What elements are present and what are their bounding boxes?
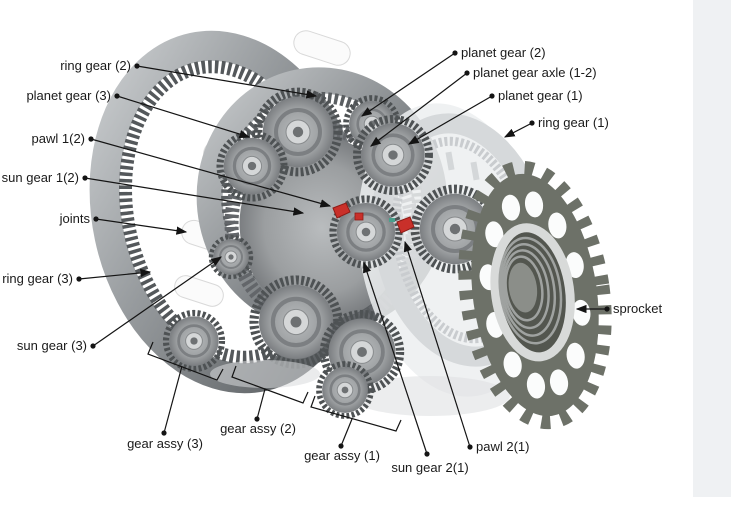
label-ring-gear-2: ring gear (2) [60, 58, 131, 73]
labels: ring gear (2) planet gear (3) pawl 1(2) … [2, 45, 663, 475]
bracket-gear-assy-1 [310, 395, 402, 432]
sprocket-shape [458, 160, 612, 430]
label-joints: joints [59, 211, 91, 226]
label-gear-assy-2: gear assy (2) [220, 421, 296, 436]
bracket-gear-assy-2 [231, 365, 309, 404]
leader-pawl-2 [403, 240, 471, 448]
leader-gear-assy-1 [340, 418, 353, 447]
label-ring-gear-1: ring gear (1) [538, 115, 609, 130]
leader-sun-gear-3 [92, 256, 222, 347]
leader-planet-gear-2 [361, 52, 456, 117]
leader-ring-gear-2 [136, 65, 318, 99]
leader-lines [78, 52, 607, 455]
leader-planet-gear-axle [370, 72, 468, 147]
planet-gears-rear [162, 87, 343, 373]
leader-ring-gear-3 [78, 268, 152, 280]
side-panel-strip [693, 0, 731, 497]
leader-sun-gear-1 [84, 177, 305, 216]
label-planet-gear-3: planet gear (3) [26, 88, 111, 103]
leader-planet-gear-3 [116, 95, 251, 139]
label-planet-gear-axle: planet gear axle (1-2) [473, 65, 597, 80]
leader-ring-gear-1 [503, 122, 533, 138]
label-sprocket: sprocket [613, 301, 663, 316]
label-planet-gear-1: planet gear (1) [498, 88, 583, 103]
label-sun-gear-2: sun gear 2(1) [391, 460, 468, 475]
pawl-2-shape [389, 216, 415, 234]
leader-planet-gear-1 [407, 95, 493, 145]
leader-dots [76, 50, 610, 457]
leader-pawl-1 [90, 138, 332, 208]
label-gear-assy-3: gear assy (3) [127, 436, 203, 451]
label-planet-gear-2: planet gear (2) [461, 45, 546, 60]
annotations: ring gear (2) planet gear (3) pawl 1(2) … [2, 45, 663, 475]
label-gear-assy-1: gear assy (1) [304, 448, 380, 463]
leader-sun-gear-2 [363, 261, 428, 455]
label-pawl-2: pawl 2(1) [476, 439, 529, 454]
bracket-gear-assy-3 [147, 341, 224, 381]
label-pawl-1: pawl 1(2) [32, 131, 85, 146]
label-sun-gear-3: sun gear (3) [17, 338, 87, 353]
hub-illustration [89, 30, 612, 430]
leader-joints [95, 218, 188, 235]
leader-gear-assy-2 [256, 388, 266, 420]
pawl-1-shape [332, 202, 364, 221]
label-sun-gear-1: sun gear 1(2) [2, 170, 79, 185]
leader-gear-assy-3 [163, 365, 183, 434]
label-ring-gear-3: ring gear (3) [2, 271, 73, 286]
